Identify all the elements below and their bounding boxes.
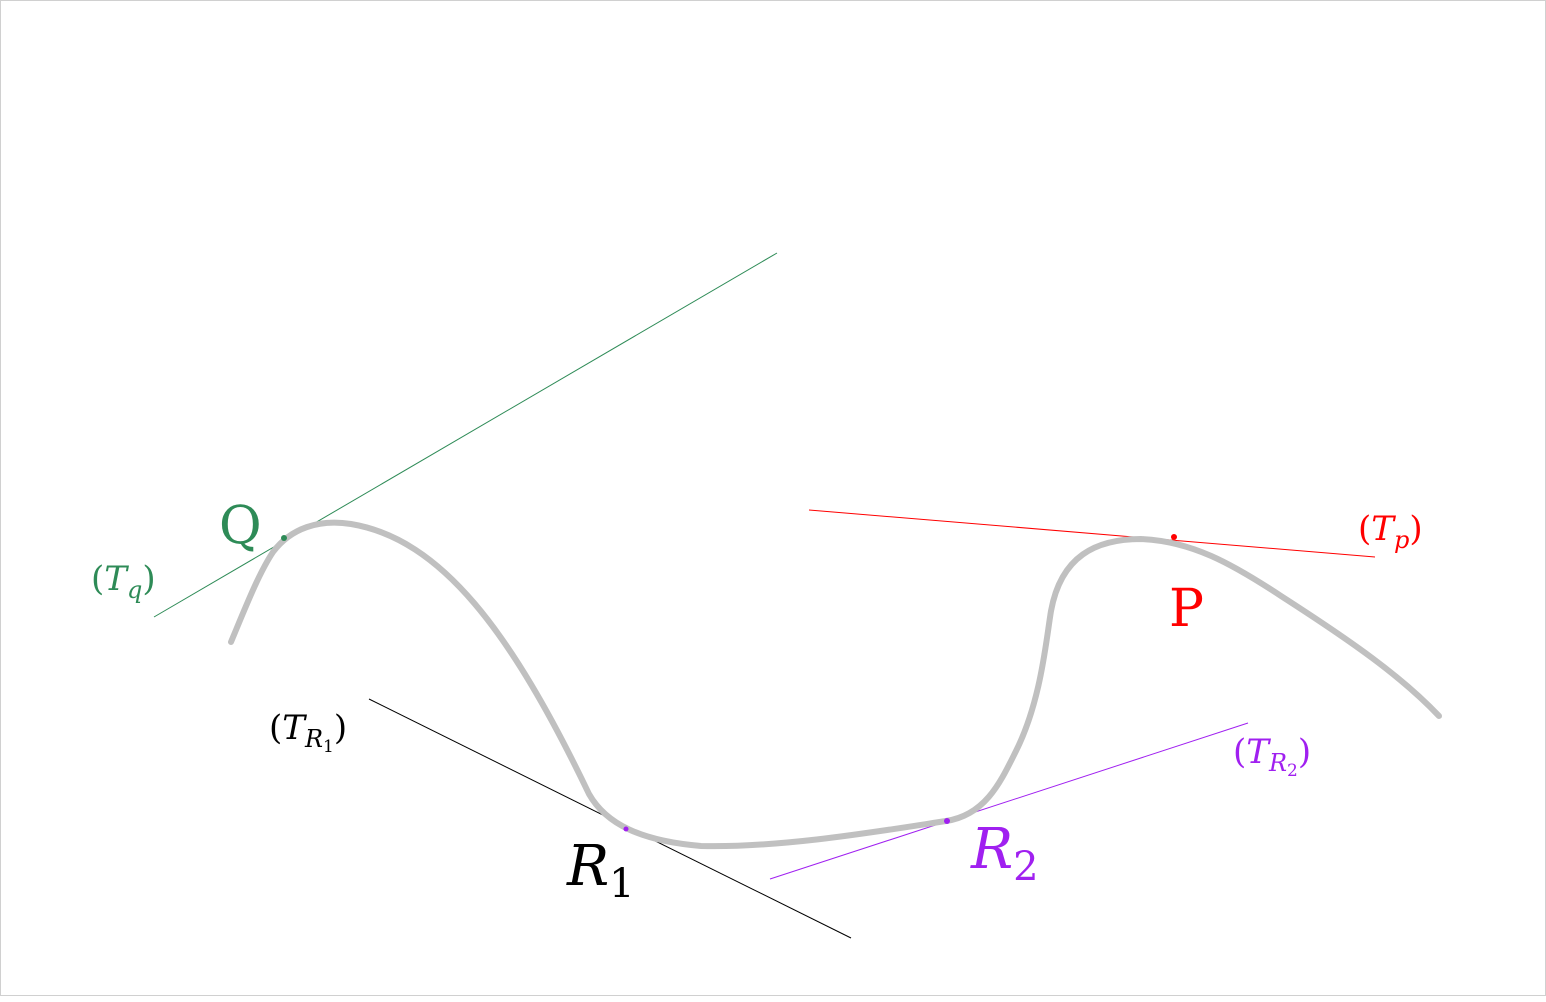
point-r2-marker (944, 818, 950, 824)
tangent-label-q: (Tq) (91, 559, 156, 604)
point-r1-marker (623, 826, 629, 832)
point-label-q: Q (219, 496, 262, 556)
point-q-marker (281, 535, 287, 541)
tangent-line-r2 (769, 722, 1249, 880)
tangent-line-q (153, 252, 778, 618)
point-label-r2: R2 (970, 817, 1039, 890)
tangent-label-r2: (TR2) (1233, 732, 1311, 781)
point-label-r1: R1 (566, 834, 635, 907)
tangent-line-p (808, 509, 1376, 558)
point-p-marker (1171, 534, 1177, 540)
tangent-label-p: (Tp) (1358, 509, 1423, 554)
main-curve (228, 519, 1442, 850)
tangent-label-r1: (TR1) (269, 708, 347, 757)
point-label-p: P (1169, 579, 1204, 639)
